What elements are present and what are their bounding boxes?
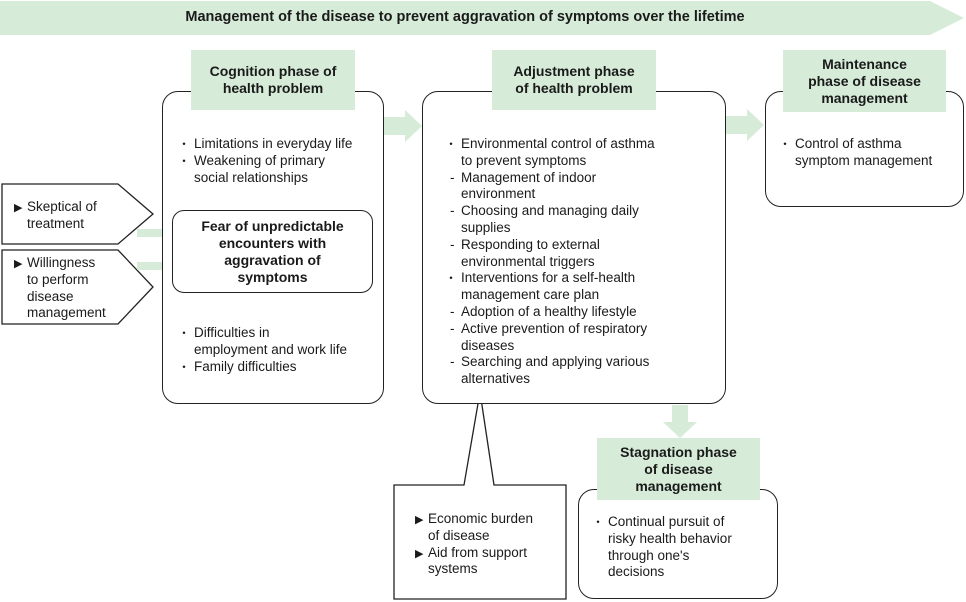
stagnation-item: Continual pursuit of risky health behavi…: [592, 514, 774, 581]
stagnation-phase-label: Stagnation phase of disease management: [597, 438, 760, 500]
factors-text: Economic burden of disease Aid from supp…: [415, 511, 563, 578]
skeptical-text: Skeptical of treatment: [14, 199, 124, 233]
adjustment-subitem: Management of indoor environment: [449, 170, 721, 204]
adjustment-subitem: Adoption of a healthy lifestyle: [449, 304, 721, 321]
maintenance-list: Control of asthma symptom management: [779, 136, 961, 170]
cognition-item: Difficulties in employment and work life: [178, 325, 382, 359]
banner-arrow: [0, 1, 964, 35]
adjustment-item: Environmental control of asthma to preve…: [445, 136, 721, 170]
adjustment-item: Interventions for a self-health manageme…: [445, 270, 721, 304]
adjustment-subitem: Responding to external environmental tri…: [449, 237, 721, 271]
cognition-bottom-list: Difficulties in employment and work life…: [178, 325, 382, 376]
connector-willingness: [137, 262, 177, 270]
adjustment-subitem: Choosing and managing daily supplies: [449, 203, 721, 237]
factor-item: Aid from support systems: [415, 545, 563, 579]
influence-item: Skeptical of treatment: [14, 199, 124, 233]
cognition-item: Weakening of primary social relationship…: [178, 153, 382, 187]
arrow-cognition-to-adjustment: [384, 110, 422, 142]
willingness-text: Willingness to perform disease managemen…: [14, 255, 124, 322]
factor-item: Economic burden of disease: [415, 511, 563, 545]
adjustment-subitem: Active prevention of respiratory disease…: [449, 321, 721, 355]
adjustment-phase-label: Adjustment phase of health problem: [492, 50, 656, 110]
banner-title: Management of the disease to prevent agg…: [185, 9, 745, 25]
stagnation-list: Continual pursuit of risky health behavi…: [592, 514, 774, 581]
fear-core-box: Fear of unpredictable encounters with ag…: [172, 210, 373, 293]
maintenance-phase-label: Maintenance phase of disease management: [783, 50, 946, 112]
arrow-adjustment-to-stagnation: [663, 405, 697, 438]
arrow-adjustment-to-maintenance: [726, 109, 764, 141]
cognition-item: Limitations in everyday life: [178, 136, 382, 153]
adjustment-list: Environmental control of asthma to preve…: [445, 136, 721, 388]
influence-item: Willingness to perform disease managemen…: [14, 255, 124, 322]
adjustment-subitem: Searching and applying various alternati…: [449, 354, 721, 388]
connector-skeptical: [137, 229, 177, 237]
cognition-top-list: Limitations in everyday life Weakening o…: [178, 136, 382, 187]
maintenance-item: Control of asthma symptom management: [779, 136, 961, 170]
cognition-phase-label: Cognition phase of health problem: [191, 50, 355, 110]
cognition-item: Family difficulties: [178, 359, 382, 376]
